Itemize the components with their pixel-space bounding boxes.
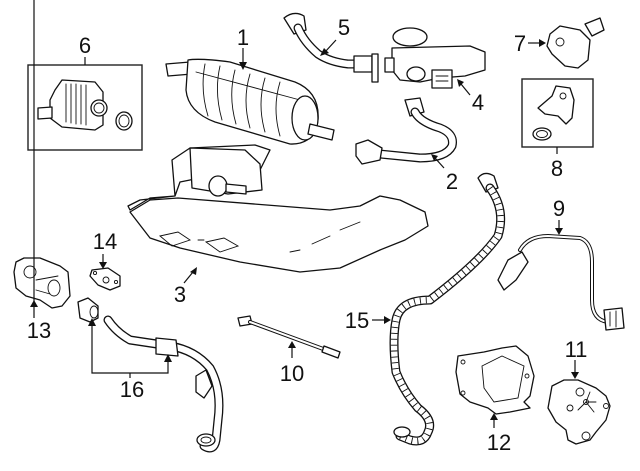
part-4-valve-cap — [392, 27, 428, 47]
callout-1[interactable]: 1 — [237, 25, 249, 50]
part-5-connector — [353, 55, 373, 73]
part-16-hose-group[interactable]: 16 — [77, 297, 224, 453]
part-10-sensor-tip — [321, 345, 341, 359]
part-13-valve-group[interactable]: 13 — [13, 0, 71, 343]
part-12-heat-shield-group[interactable]: 12 — [455, 345, 535, 455]
callout-5[interactable]: 5 — [338, 15, 350, 40]
callout-10[interactable]: 10 — [280, 361, 304, 386]
part-15-bottom-port — [393, 426, 411, 438]
callout-12[interactable]: 12 — [487, 430, 511, 455]
part-12-shield — [455, 345, 535, 415]
part-7-sensor-group[interactable]: 7 — [514, 17, 605, 69]
part-6-nozzle — [37, 106, 53, 120]
part-2-lower-flange — [355, 139, 383, 165]
callout-6[interactable]: 6 — [79, 33, 91, 58]
part-4-purge-valve-group[interactable]: 4 — [384, 27, 486, 115]
part-4-connector — [431, 69, 453, 89]
part-3-bracket-group[interactable]: 3 — [127, 144, 429, 307]
part-5-leader — [324, 39, 337, 53]
callout-9[interactable]: 9 — [553, 196, 565, 221]
callout-14[interactable]: 14 — [93, 229, 117, 254]
part-14-gasket-group[interactable]: 14 — [89, 229, 121, 291]
part-16-end-port — [196, 433, 216, 447]
part-14-gasket — [89, 267, 121, 291]
part-1-outlet-pipe — [307, 123, 335, 141]
callout-4[interactable]: 4 — [472, 90, 484, 115]
callout-13[interactable]: 13 — [27, 318, 51, 343]
part-8-sensor — [537, 85, 575, 125]
part-13-valve-body — [13, 257, 71, 309]
callout-16[interactable]: 16 — [120, 377, 144, 402]
callout-7[interactable]: 7 — [514, 31, 526, 56]
part-8-seal-ring[interactable] — [532, 127, 552, 141]
callout-15[interactable]: 15 — [345, 308, 369, 333]
part-3-leader — [183, 271, 194, 284]
part-2-vent-hose-group[interactable]: 2 — [355, 97, 458, 194]
part-9-connector — [603, 307, 625, 331]
part-6-port — [90, 99, 108, 117]
callout-2[interactable]: 2 — [446, 169, 458, 194]
part-8-sensor-kit-group[interactable]: 8 — [521, 78, 594, 181]
part-6-vent-filter-group[interactable]: 6 — [27, 33, 143, 151]
part-9-sensor-body — [497, 251, 529, 291]
callout-8[interactable]: 8 — [551, 156, 563, 181]
part-2-leader — [434, 157, 445, 169]
part-7-sensor-body — [546, 25, 591, 69]
part-6-seal-ring[interactable] — [115, 111, 133, 131]
callout-11[interactable]: 11 — [565, 337, 588, 362]
part-4-leader — [460, 83, 471, 96]
part-1-canister-group[interactable]: 1 — [165, 25, 335, 145]
part-15-vacuum-hose-group[interactable]: 15 — [345, 172, 506, 446]
part-9-o2-sensor-group[interactable]: 9 — [497, 196, 625, 331]
part-11-housing — [547, 379, 611, 445]
part-5-purge-hose-group[interactable]: 5 — [283, 12, 379, 83]
part-10-o2-sensor-group[interactable]: 10 — [237, 315, 341, 386]
part-16-fitting — [77, 297, 99, 323]
callout-3[interactable]: 3 — [174, 282, 186, 307]
part-11-pump-housing-group[interactable]: 11 — [547, 337, 611, 445]
part-3-bracket-main — [129, 195, 429, 273]
